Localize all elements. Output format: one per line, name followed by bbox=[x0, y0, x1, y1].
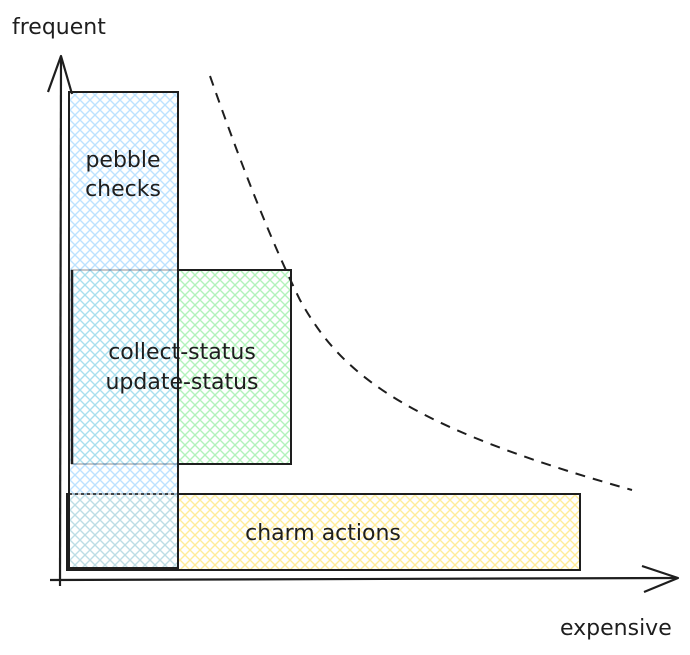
y-axis bbox=[46, 54, 74, 587]
x-axis-arrowhead bbox=[641, 564, 680, 594]
pebble-label-line1: pebble bbox=[85, 148, 160, 173]
region-pebble-checks bbox=[68, 91, 179, 569]
pebble-label-line2: checks bbox=[85, 177, 161, 202]
y-axis-label: frequent bbox=[12, 15, 106, 40]
charm-label: charm actions bbox=[245, 521, 401, 546]
x-axis-label: expensive bbox=[560, 616, 672, 641]
collect-label-line1: collect-status bbox=[108, 340, 256, 365]
collect-label-line2: update-status bbox=[105, 370, 258, 395]
pebble-checks-box bbox=[68, 91, 179, 569]
y-axis-arrowhead bbox=[46, 54, 74, 95]
x-axis bbox=[49, 564, 680, 594]
tradeoff-curve bbox=[209, 75, 633, 491]
